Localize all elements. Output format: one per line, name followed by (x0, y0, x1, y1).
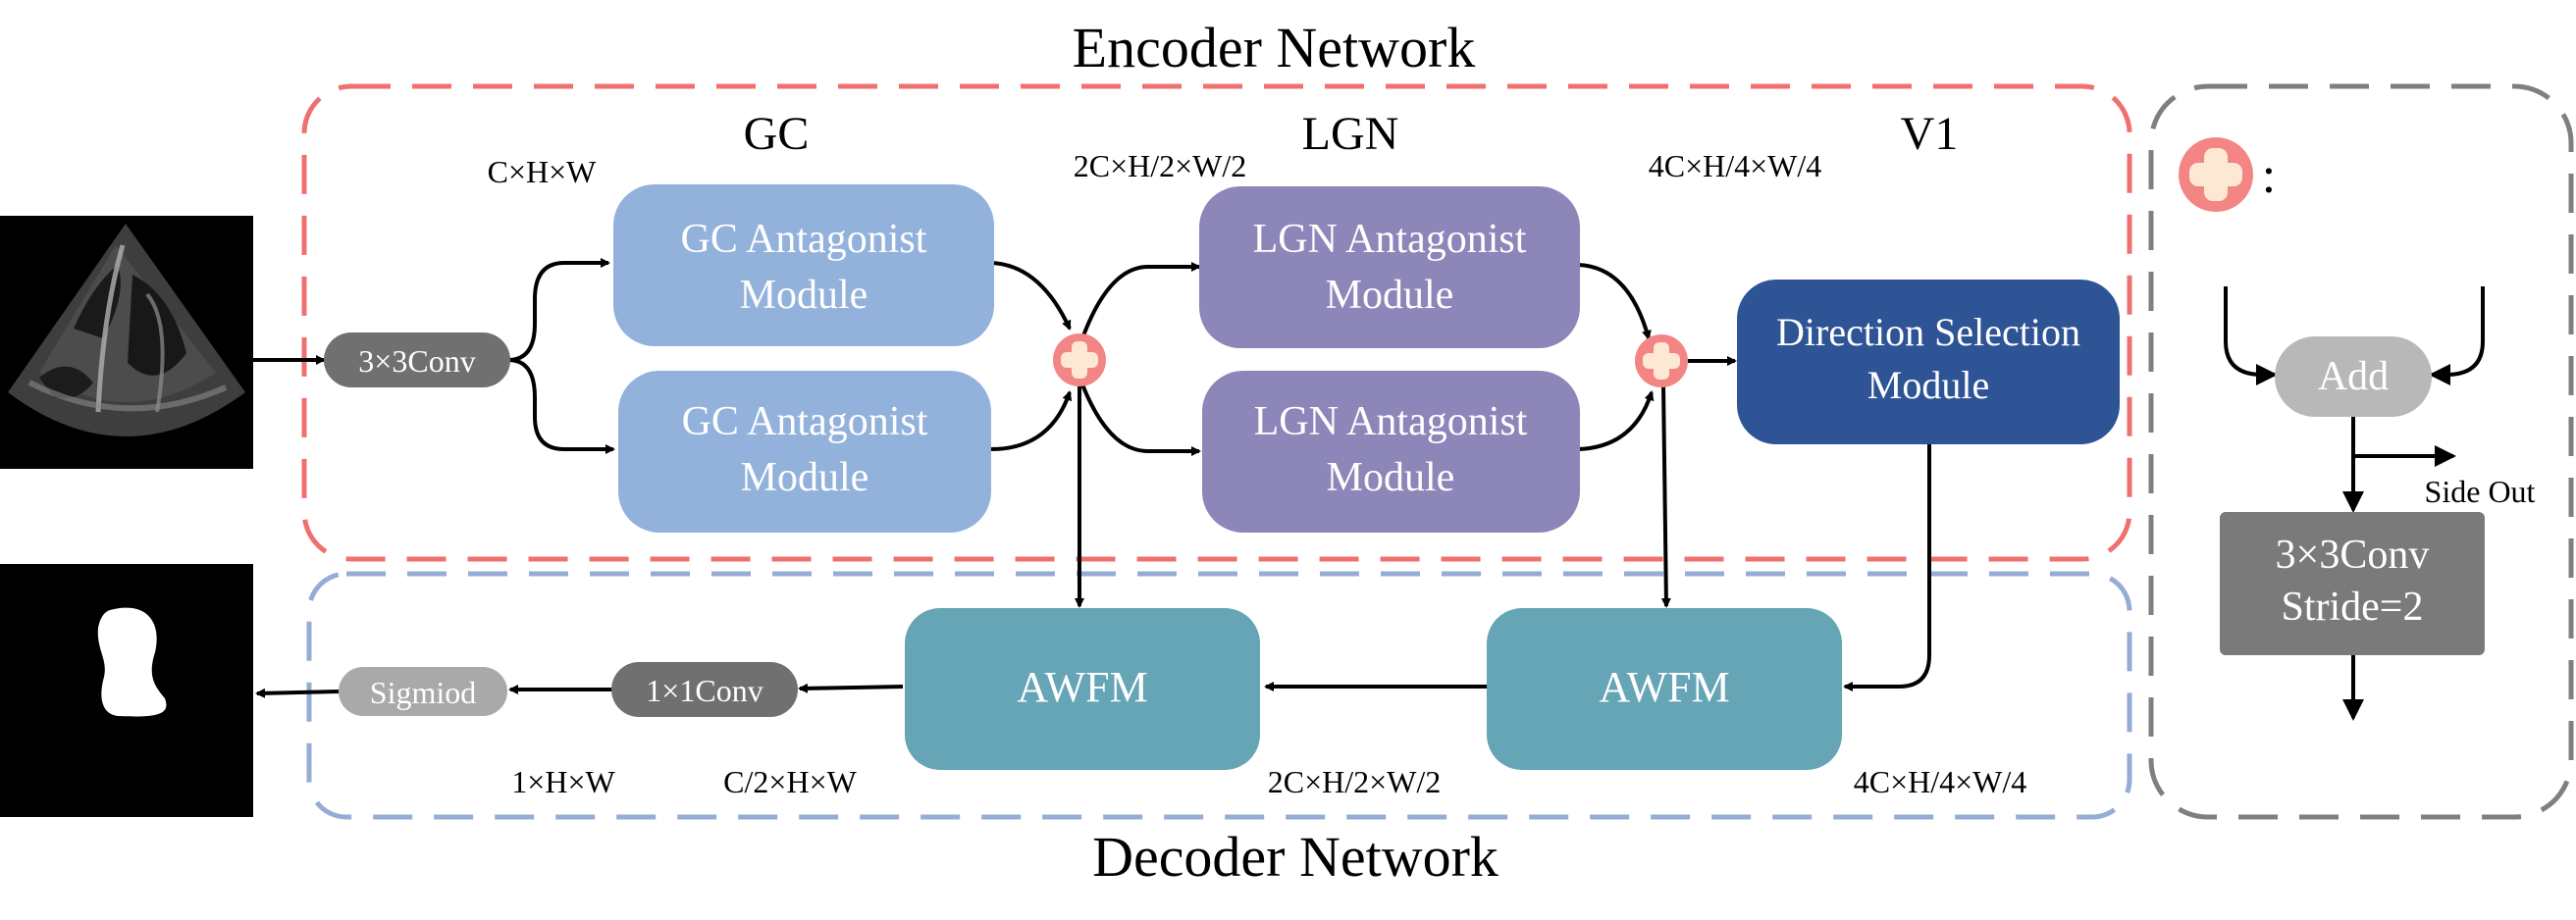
conv1x1-block (611, 662, 798, 717)
legend-side-out-label: Side Out (2425, 474, 2536, 509)
encoder-network-title: Encoder Network (1073, 16, 1476, 79)
dim-label-encoder-in: C×H×W (488, 154, 598, 189)
lgn-antagonist-module-top-label-line2: Module (1326, 273, 1454, 318)
dim-label-awfm1-out: 2C×H/2×W/2 (1268, 764, 1442, 799)
legend-conv-block (2220, 512, 2485, 655)
conv3x3-block (324, 332, 510, 387)
gc-antagonist-module-bottom-label-line2: Module (741, 455, 869, 500)
gc-antagonist-module-top-label-line1: GC Antagonist (681, 217, 927, 262)
legend-connectors (2224, 286, 2485, 721)
conv1x1-label: 1×1Conv (646, 673, 762, 708)
conv3x3-label: 3×3Conv (358, 343, 475, 379)
input-ultrasound-image (0, 216, 253, 469)
legend-add-label: Add (2318, 354, 2389, 399)
encoder-network-box (301, 83, 2132, 562)
lgn-antagonist-module-top (1199, 186, 1580, 348)
add-node-gc (1053, 333, 1106, 386)
legend-colon: : (2262, 148, 2276, 204)
dim-label-awfm2-in: 4C×H/4×W/4 (1854, 764, 2027, 799)
awfm-block-2-label: AWFM (1599, 663, 1729, 711)
stage-label-gc: GC (744, 108, 810, 160)
stage-label-lgn: LGN (1302, 108, 1399, 160)
gc-antagonist-module-top (613, 184, 994, 346)
direction-selection-module-label-line1: Direction Selection (1776, 310, 2080, 354)
awfm-block-1 (905, 608, 1260, 770)
legend-plus-icon (2179, 137, 2253, 212)
lgn-antagonist-module-top-label-line1: LGN Antagonist (1253, 217, 1527, 262)
gc-antagonist-module-top-label-line2: Module (740, 273, 868, 318)
awfm-block-2 (1487, 608, 1842, 770)
gc-antagonist-module-bottom (618, 371, 991, 533)
decoder-network-title: Decoder Network (1092, 825, 1498, 889)
legend-box (2148, 83, 2574, 820)
sigmoid-label: Sigmiod (370, 675, 476, 710)
output-segmentation-mask (0, 564, 253, 817)
add-node-lgn (1635, 334, 1688, 387)
awfm-block-1-label: AWFM (1017, 663, 1147, 711)
dim-label-conv1x1-in: C/2×H×W (723, 764, 857, 799)
lgn-antagonist-module-bottom (1202, 371, 1580, 533)
sigmoid-block (339, 667, 507, 716)
dim-label-gc-out: 2C×H/2×W/2 (1074, 148, 1247, 183)
direction-selection-module (1737, 280, 2120, 444)
encoder-connectors (253, 258, 1931, 698)
decoder-network-box (306, 571, 2132, 820)
legend-add-block (2275, 336, 2432, 417)
dim-label-lgn-out: 4C×H/4×W/4 (1649, 148, 1822, 183)
lgn-antagonist-module-bottom-label-line1: LGN Antagonist (1254, 399, 1528, 444)
stage-label-v1: V1 (1901, 108, 1959, 160)
lgn-antagonist-module-bottom-label-line2: Module (1327, 455, 1455, 500)
legend-conv-label-line1: 3×3Conv (2276, 533, 2430, 578)
dim-label-output: 1×H×W (511, 764, 615, 799)
gc-antagonist-module-bottom-label-line1: GC Antagonist (682, 399, 928, 444)
legend-conv-label-line2: Stride=2 (2281, 585, 2423, 630)
direction-selection-module-label-line2: Module (1867, 363, 1989, 407)
